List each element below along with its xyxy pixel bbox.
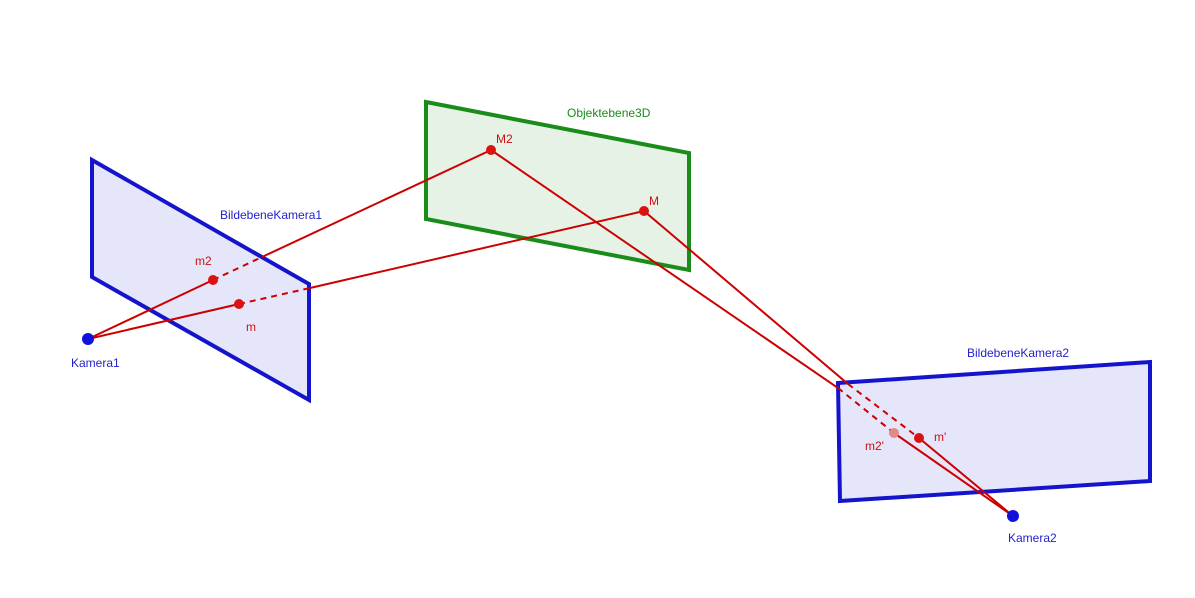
label-m2: m2	[195, 254, 212, 268]
ray-kamera1-m2-hidden	[212, 256, 263, 281]
label-M: M	[649, 194, 659, 208]
ray-m2-kamera2-back	[490, 149, 839, 389]
ray-m2-kamera2-hidden	[837, 387, 895, 434]
image-plane-camera-1	[90, 156, 311, 404]
label-object-plane: Objektebene3D	[567, 106, 651, 120]
ray-m-kamera2-hidden	[847, 383, 920, 439]
object-plane-3d	[424, 99, 691, 273]
label-kamera1: Kamera1	[71, 356, 120, 370]
ray-kamera1-m2-back	[261, 149, 492, 258]
label-image-plane-2: BildebeneKamera2	[967, 346, 1069, 360]
point-M2	[486, 145, 496, 155]
ray-kamera1-m-hidden	[238, 287, 311, 305]
ray-m-kamera2-back	[643, 210, 849, 385]
label-m: m	[246, 320, 256, 334]
point-m	[234, 299, 244, 309]
label-M2: M2	[496, 132, 513, 146]
label-image-plane-1: BildebeneKamera1	[220, 208, 322, 222]
point-kamera2	[1007, 510, 1019, 522]
point-m2	[208, 275, 218, 285]
point-kamera1	[82, 333, 94, 345]
ray-kamera1-m-front	[87, 303, 240, 340]
ray-kamera1-m2-front	[87, 279, 214, 340]
label-m-prime: m'	[934, 430, 946, 444]
ray-m-kamera2-front	[918, 437, 1014, 517]
label-kamera2: Kamera2	[1008, 531, 1057, 545]
rays-camera-2	[490, 149, 1014, 517]
point-m-prime	[914, 433, 924, 443]
point-m2-prime	[889, 428, 899, 438]
ray-kamera1-m-back	[309, 210, 645, 289]
ray-m2-kamera2-front	[893, 432, 1014, 517]
label-m2-prime: m2'	[865, 439, 884, 453]
rays-camera-1	[87, 149, 645, 340]
point-M	[639, 206, 649, 216]
image-plane-camera-2	[835, 359, 1152, 504]
